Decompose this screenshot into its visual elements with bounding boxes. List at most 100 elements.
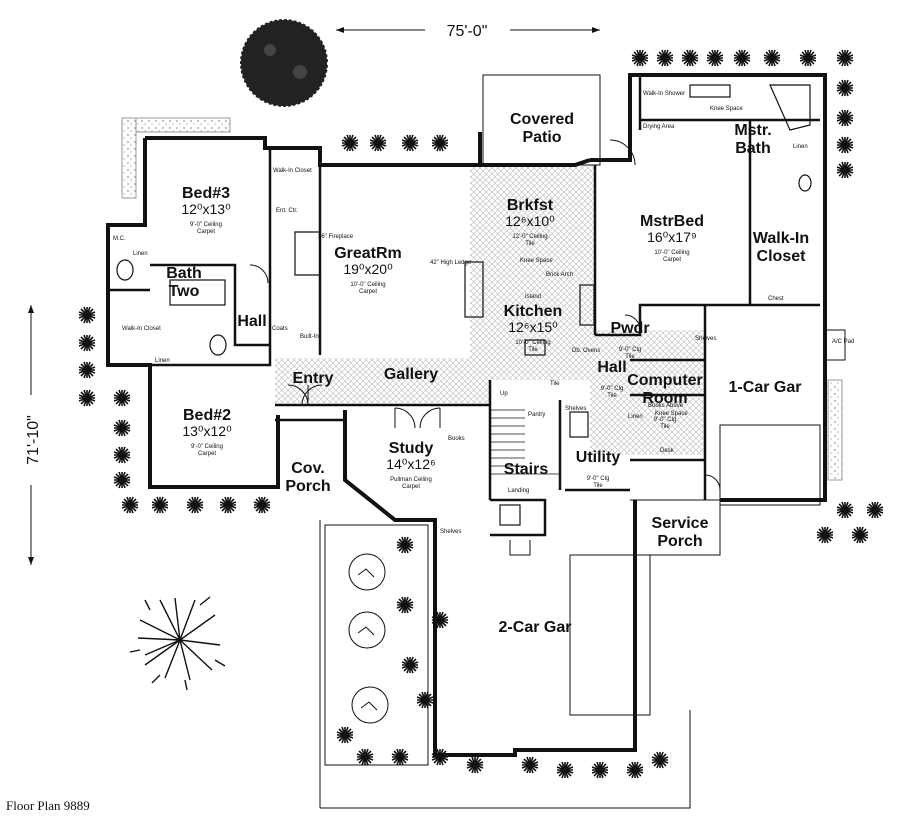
label-shelves-util: Shelves <box>565 406 586 412</box>
room-name: Cov. <box>291 460 324 477</box>
room-name: Study <box>389 440 434 457</box>
fixtures <box>116 84 812 526</box>
room-name: Room <box>642 390 687 407</box>
room-note: 9'-0" Clg <box>619 347 642 353</box>
room-name: Bath <box>166 265 202 282</box>
label-chest: Chest <box>768 296 784 302</box>
room-entry: Entry <box>293 370 334 387</box>
plan-caption: Floor Plan 9889 <box>6 798 90 813</box>
room-note: 10'-0" Ceiling <box>654 250 689 256</box>
room-name: Two <box>169 283 200 300</box>
room-dimensions: 16⁰x17⁹ <box>647 229 697 245</box>
walkway-bed <box>324 524 429 766</box>
room-name: Gallery <box>384 366 438 383</box>
room-name: Patio <box>522 129 561 146</box>
room-name: Mstr. <box>734 122 771 139</box>
room-name: Porch <box>285 478 330 495</box>
room-note: Tile <box>528 347 538 353</box>
room-note: Carpet <box>359 289 377 295</box>
label-coats: Coats <box>272 326 288 332</box>
room-name: Closet <box>757 248 807 265</box>
room-name: Service <box>652 515 709 532</box>
room-dimensions: 12⁰x13⁰ <box>181 201 231 217</box>
room-name: Entry <box>293 370 334 387</box>
label-brick-arch: Brick Arch <box>546 272 573 278</box>
room-name: Walk-In <box>753 230 809 247</box>
overall-depth-label: 71'-10" <box>25 415 42 465</box>
room-note: Carpet <box>402 484 420 490</box>
label-db-ovens: Db. Ovens <box>572 348 600 354</box>
label-walkin-closet-bed2: Walk-In Closet <box>122 326 161 332</box>
label-knee-space-comp: Knee Space <box>655 411 688 417</box>
room-name: Kitchen <box>504 303 563 320</box>
label-drying-area: Drying Area <box>643 124 675 130</box>
room-name: Bed#2 <box>183 407 231 424</box>
overall-width-label: 75'-0" <box>447 23 488 40</box>
room-name: Porch <box>657 533 702 550</box>
room-note: Carpet <box>663 257 681 263</box>
room-note: Pullman Ceiling <box>390 477 432 483</box>
label-linen-bath: Linen <box>133 251 148 257</box>
room-note: Carpet <box>197 229 215 235</box>
label-books: Books <box>448 436 465 442</box>
room-note: 12'-0" Ceiling <box>512 234 547 240</box>
label-up: Up <box>500 391 508 397</box>
room-name: 1-Car Gar <box>729 379 802 396</box>
label-ac-pad: A/C Pad <box>832 339 854 345</box>
room-note: Tile <box>525 241 535 247</box>
stairs-treads <box>490 409 560 475</box>
annotations: Walk-In Closet Ent. Ctr. 36" Fireplace 4… <box>113 91 854 535</box>
exterior-walls <box>106 73 827 757</box>
room-note: 9'-0" Clg <box>601 386 624 392</box>
room-note: 10'-0" Ceiling <box>350 282 385 288</box>
label-walkin-closet-bed3: Walk-In Closet <box>273 168 312 174</box>
landscape-bed-top-left <box>121 117 231 133</box>
room-name: Bed#3 <box>182 185 230 202</box>
dimension-depth: 71'-10" <box>25 305 42 565</box>
dimension-width: 75'-0" <box>336 23 600 40</box>
room-mstr-bath: Mstr.Bath <box>734 122 771 157</box>
room-dimensions: 14⁰x12⁶ <box>386 456 436 472</box>
room-name: Hall <box>597 359 626 376</box>
doors <box>249 139 721 556</box>
interior-walls <box>108 75 820 537</box>
room-note: Tile <box>625 354 635 360</box>
label-mc: M.C. <box>113 236 126 242</box>
room-dimensions: 19⁰x20⁰ <box>343 261 393 277</box>
room-name: Covered <box>510 111 574 128</box>
landscape-bed-right <box>827 379 843 481</box>
room-note: 9'-0" Clg <box>654 417 677 423</box>
label-linen-hall: Linen <box>628 414 643 420</box>
room-one-car-gar: 1-Car Gar <box>729 379 802 396</box>
room-gallery: Gallery <box>384 366 438 383</box>
label-island: Island <box>525 294 541 300</box>
room-note: 9'-0" Ceiling <box>191 444 223 450</box>
label-knee-space: Knee Space <box>520 258 553 264</box>
label-pantry: Pantry <box>528 412 545 418</box>
label-walkin-shower: Walk-In Shower <box>643 91 685 97</box>
room-dimensions: 12⁶x10⁰ <box>505 213 555 229</box>
room-note: Carpet <box>198 451 216 457</box>
label-shelves-pwdr: Shelves <box>695 336 716 342</box>
tile-hall <box>590 330 705 455</box>
room-note: Tile <box>660 424 670 430</box>
room-note: 10'-0" Ceiling <box>515 340 550 346</box>
tree-top <box>239 18 329 108</box>
tile-gallery <box>275 358 490 403</box>
room-name: Brkfst <box>507 197 554 214</box>
label-fireplace: 36" Fireplace <box>318 234 354 240</box>
room-name: 2-Car Gar <box>499 619 572 636</box>
room-name: Stairs <box>504 461 549 478</box>
label-tile-gallery: Tile <box>550 381 560 387</box>
